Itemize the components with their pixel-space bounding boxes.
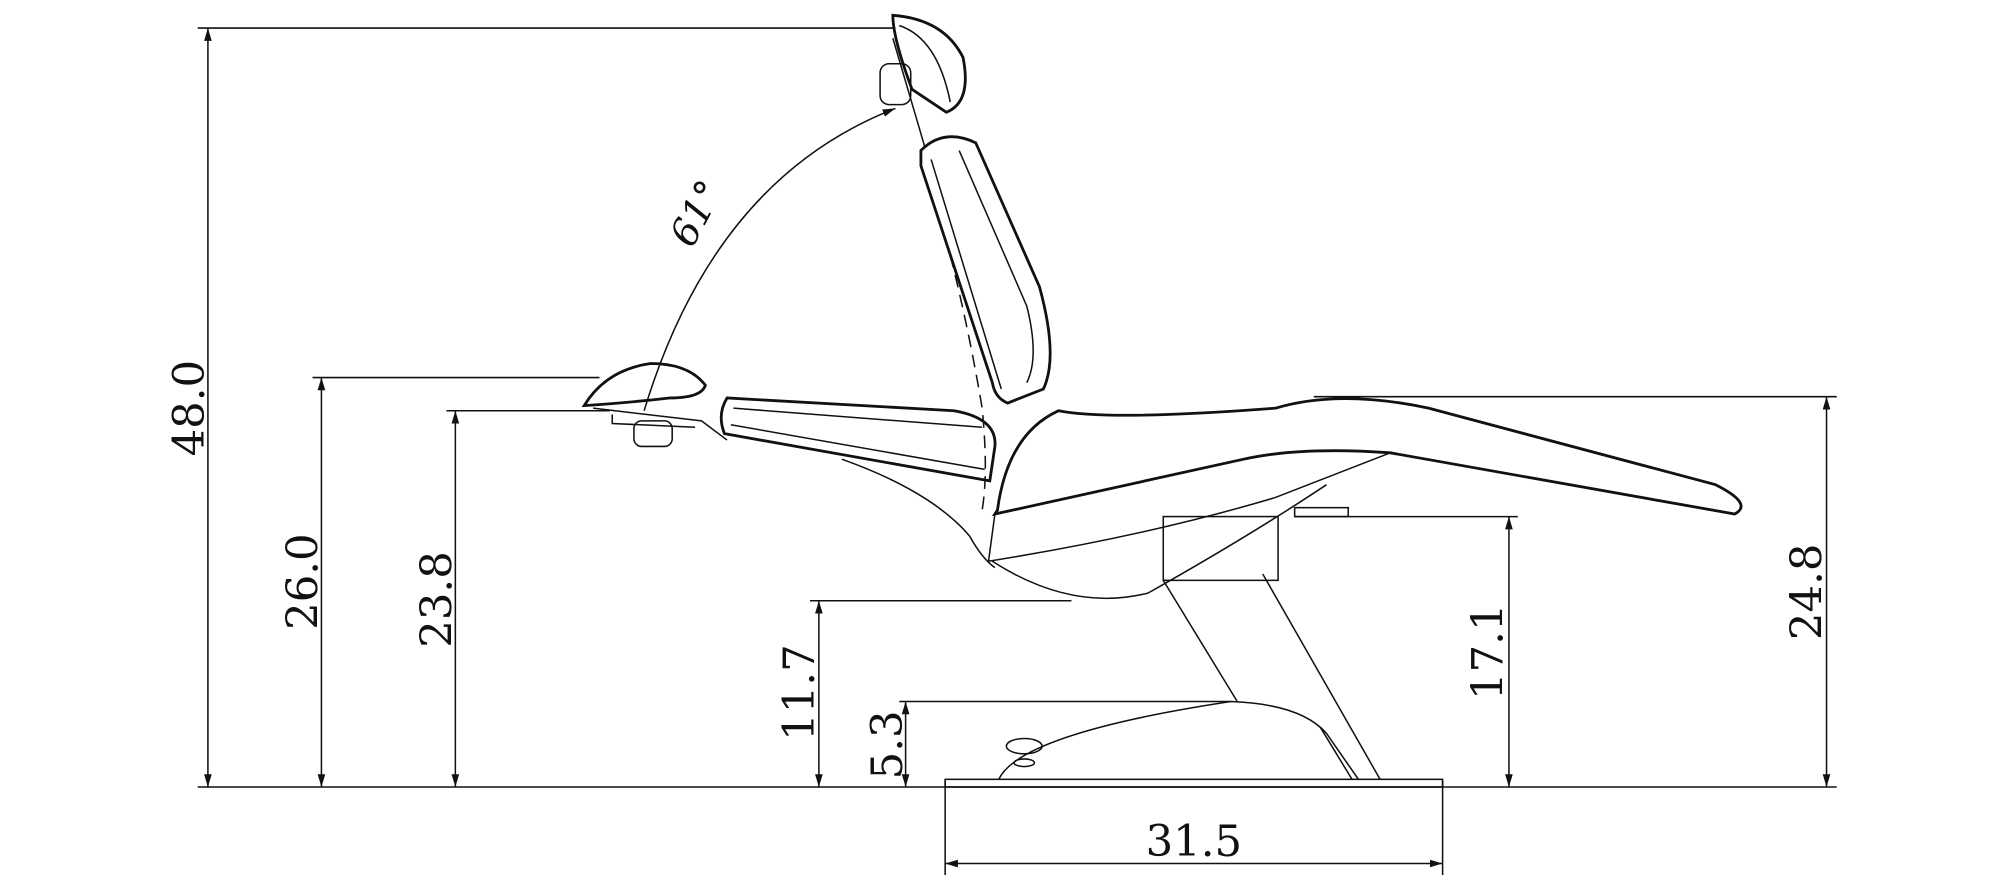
seat-body bbox=[987, 452, 1391, 600]
dim-label-26: 26.0 bbox=[279, 533, 329, 630]
angle-label: 61° bbox=[661, 173, 733, 254]
dim-label-17-1: 17.1 bbox=[1464, 604, 1514, 701]
headrest bbox=[891, 13, 967, 114]
dim-label-31-5: 31.5 bbox=[1146, 817, 1243, 867]
dim-label-23-8: 23.8 bbox=[413, 551, 463, 648]
dim-base-height: 5.3 bbox=[863, 700, 1231, 787]
armrest-joint bbox=[633, 420, 673, 448]
lift-arm bbox=[1162, 573, 1381, 780]
foot-pedal bbox=[1005, 737, 1043, 755]
dim-label-11-7: 11.7 bbox=[775, 644, 825, 741]
recline-angle: 61° bbox=[643, 107, 896, 411]
backrest bbox=[919, 135, 1052, 405]
dim-label-24-8: 24.8 bbox=[1782, 544, 1832, 641]
dim-seat-top: 24.8 bbox=[1313, 395, 1837, 787]
lift-housing bbox=[1162, 515, 1279, 582]
dim-overall-height: 48.0 bbox=[165, 27, 896, 787]
dim-armrest-lower: 23.8 bbox=[413, 409, 610, 787]
leg-rest bbox=[719, 396, 997, 483]
dim-lift-height: 17.1 bbox=[1294, 515, 1518, 787]
base-plate bbox=[944, 778, 1444, 788]
dim-seat-min: 11.7 bbox=[775, 600, 1072, 787]
base-housing bbox=[998, 700, 1360, 780]
dim-label-5-3: 5.3 bbox=[863, 710, 913, 779]
dim-base-length: 31.5 bbox=[944, 780, 1444, 875]
seat-cushion bbox=[991, 397, 1743, 517]
headrest-joint bbox=[879, 63, 912, 106]
dim-label-48: 48.0 bbox=[165, 360, 215, 457]
backrest-recline-path bbox=[949, 254, 987, 511]
armrest-pad bbox=[581, 362, 707, 408]
dim-armrest-upper: 26.0 bbox=[279, 376, 600, 787]
